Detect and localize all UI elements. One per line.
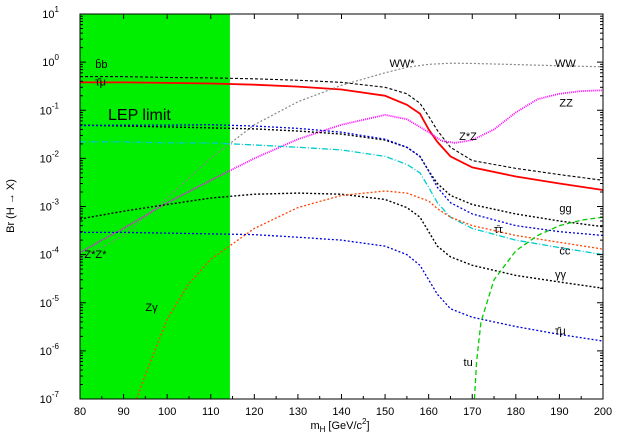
curve-label: gg <box>559 203 571 215</box>
x-tick-label: 170 <box>463 406 481 418</box>
y-tick-label: 10-2 <box>40 149 60 165</box>
series-line-1 <box>80 81 603 191</box>
y-tick-label: 100 <box>42 53 59 69</box>
x-axis-label-symbol: m <box>310 420 319 432</box>
x-tick-label: 120 <box>245 406 263 418</box>
annotation-layer: b̄b τ̄μ WW* WW ZZ Z*Z gg τ̄τ c̄c γγ Z*Z* Zγ τ̄μ tu <box>84 58 576 369</box>
curve-label: Zγ <box>145 302 158 314</box>
y-tick-label: 10-1 <box>40 101 60 117</box>
x-tick-label: 110 <box>202 406 220 418</box>
x-axis-label-unit: [GeV/c <box>328 420 362 432</box>
y-tick-label: 101 <box>42 5 59 21</box>
curve-label: tu <box>464 357 473 369</box>
curve-label: Z*Z* <box>84 249 107 261</box>
y-axis-label: Br (H → X) <box>5 179 17 233</box>
y-tick-label: 10-7 <box>40 390 60 406</box>
y-tick-label: 10-3 <box>40 198 60 214</box>
curve-label: γγ <box>555 269 567 281</box>
x-tick-label: 190 <box>550 406 568 418</box>
series-layer <box>80 62 603 399</box>
series-line-7 <box>80 192 603 289</box>
curve-label: τ̄μ <box>555 325 566 337</box>
series-line-8 <box>136 190 603 399</box>
y-tick-label: 10-6 <box>40 342 60 358</box>
curve-label: τ̄μ <box>95 76 106 88</box>
x-tick-label: 130 <box>289 406 307 418</box>
curve-label: WW* <box>389 58 415 70</box>
curve-label: Z*Z <box>459 131 477 143</box>
curve-label: ZZ <box>559 97 573 109</box>
x-tick-label: 200 <box>594 406 612 418</box>
x-tick-label: 180 <box>507 406 525 418</box>
series-line-5 <box>80 124 603 237</box>
x-tick-label: 150 <box>376 406 394 418</box>
tick-layer: 80 90 100 110 120 130 140 150 160 170 180 190 200 10-… <box>40 5 613 418</box>
y-tick-label: 10-5 <box>40 294 60 310</box>
x-axis-label: mH[GeV/c2] <box>310 417 369 434</box>
x-axis-label-superscript: 2 <box>362 417 367 426</box>
x-tick-label: 80 <box>74 406 86 418</box>
series-line-10 <box>473 216 603 399</box>
excluded-region-label: LEP limit <box>108 107 171 124</box>
series-line-3 <box>80 89 603 254</box>
series-line-9 <box>80 231 603 342</box>
plot-area: 80 90 100 110 120 130 140 150 160 170 180 190 200 10-… <box>40 5 613 418</box>
x-axis-label-end: ] <box>366 420 369 432</box>
curve-label: c̄c <box>559 246 571 258</box>
x-axis-label-subscript: H <box>320 425 326 434</box>
x-tick-label: 140 <box>332 406 350 418</box>
x-tick-label: 160 <box>419 406 437 418</box>
x-tick-label: 90 <box>117 406 129 418</box>
curve-label: WW <box>555 58 576 70</box>
y-tick-label: 10-4 <box>40 246 60 262</box>
curve-label: τ̄τ <box>494 224 503 236</box>
curve-label: b̄b <box>95 58 107 71</box>
x-tick-label: 100 <box>158 406 176 418</box>
series-line-0 <box>80 76 603 181</box>
